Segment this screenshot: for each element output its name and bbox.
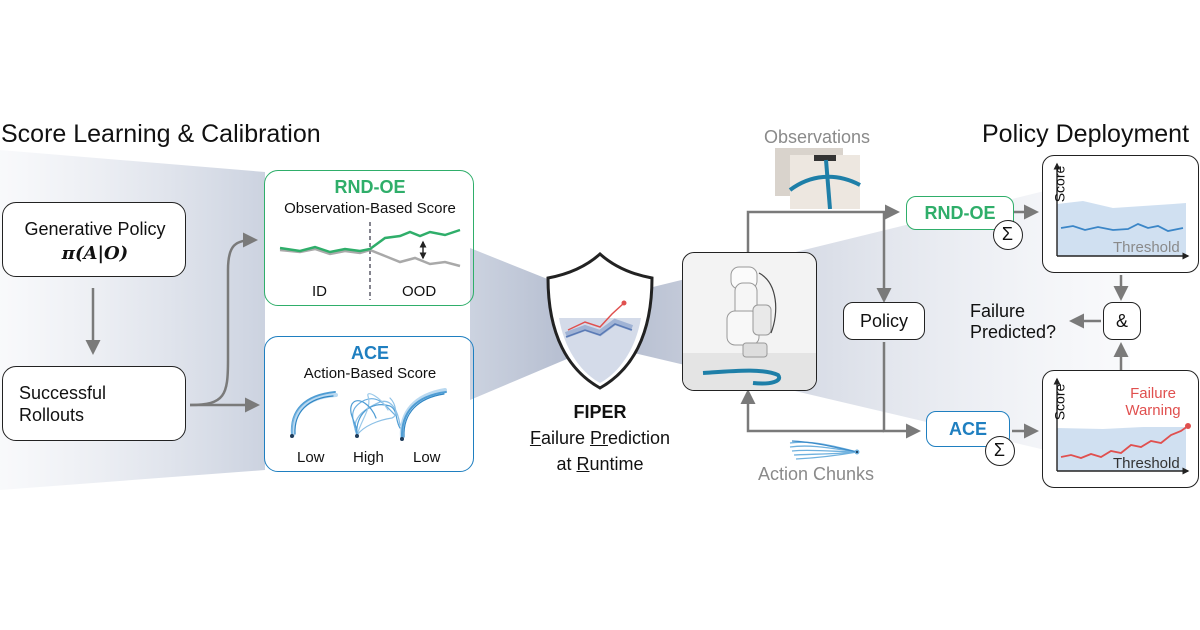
rndoe-title: RND-OE <box>334 177 406 197</box>
rndoe-score-box: RND-OE Observation-Based Score ID OOD <box>264 170 474 306</box>
ace-sum-circle: Σ <box>985 436 1015 466</box>
ace-action-strokes <box>290 388 447 441</box>
ace-title: ACE <box>350 343 389 363</box>
ace-score-chart: Score Failure Warning Threshold <box>1042 370 1199 488</box>
and-symbol: & <box>1115 311 1128 331</box>
generative-policy-label: Generative Policy <box>24 219 166 239</box>
ace-score-box: ACE Action-Based Score Low High Low <box>264 336 474 472</box>
failure-warning-line2: Warning <box>1125 402 1181 419</box>
and-gate-box: & <box>1103 302 1141 340</box>
shield-icon <box>546 251 654 390</box>
center-funnel-left <box>470 248 600 400</box>
policy-box: Policy <box>843 302 925 340</box>
fiper-letter-pr: Pr <box>589 428 608 448</box>
rndoe-ood-label: OOD <box>402 283 437 300</box>
generative-policy-box: Generative Policy π(A|O) <box>2 202 186 277</box>
action-chunks-label: Action Chunks <box>758 464 875 484</box>
section-title-score-learning: Score Learning & Calibration <box>1 120 321 148</box>
successful-rollouts-box: Successful Rollouts <box>2 366 186 441</box>
rndoe-sum-circle: Σ <box>993 220 1023 250</box>
rndoe-subtitle: Observation-Based Score <box>284 200 456 217</box>
fiper-line1: Failure Prediction <box>500 428 700 449</box>
rollouts-label: Rollouts <box>19 405 85 425</box>
ace-subtitle: Action-Based Score <box>303 365 437 382</box>
top-chart-threshold: Threshold <box>1113 239 1180 256</box>
arrow-rollouts-to-rndoe <box>189 232 258 407</box>
observation-images <box>775 148 861 210</box>
section-title-policy-deployment: Policy Deployment <box>982 120 1190 148</box>
bottom-chart-ylabel: Score <box>1051 383 1068 421</box>
successful-label: Successful <box>19 383 107 403</box>
fiper-line2: at Runtime <box>500 454 700 475</box>
rndoe-pill-label: RND-OE <box>924 203 996 223</box>
rndoe-mini-plot <box>279 222 461 300</box>
fiper-ediction: ediction <box>607 428 671 448</box>
robot-arm-icon <box>683 266 816 390</box>
rndoe-score-plot <box>1053 162 1190 260</box>
fiper-letter-r: R <box>576 454 590 474</box>
ace-label-high: High <box>353 449 384 466</box>
rndoe-id-label: ID <box>312 283 327 300</box>
fiper-letter-f: F <box>529 428 541 448</box>
fiper-letter-ai: ai <box>540 428 555 448</box>
failure-predicted-line2: Predicted? <box>970 322 1057 342</box>
fiper-lure: lure <box>554 428 590 448</box>
robot-image <box>682 252 817 391</box>
observations-label: Observations <box>764 127 871 147</box>
failure-warning-line1: Failure <box>1130 385 1176 402</box>
ace-label-low-1: Low <box>297 449 325 466</box>
generative-policy-formula: π(A|O) <box>61 243 129 264</box>
top-chart-ylabel: Score <box>1051 165 1068 203</box>
fiper-title: FIPER <box>573 402 627 422</box>
rndoe-score-chart: Score Threshold <box>1042 155 1199 273</box>
action-chunks-strokes <box>789 440 860 460</box>
policy-label: Policy <box>859 311 908 331</box>
bottom-chart-threshold: Threshold <box>1113 455 1180 472</box>
fiper-untime: untime <box>589 454 644 474</box>
ace-sum-symbol: Σ <box>993 440 1006 460</box>
ace-label-low-2: Low <box>413 449 441 466</box>
rndoe-sum-symbol: Σ <box>1001 224 1014 244</box>
ace-pill-label: ACE <box>948 419 987 439</box>
fiper-at: at <box>556 454 577 474</box>
ace-score-plot <box>1053 377 1191 475</box>
failure-predicted-line1: Failure <box>970 301 1026 321</box>
arrow-actions-to-robot <box>740 389 884 433</box>
arrow-robot-to-rndoe <box>746 204 900 252</box>
